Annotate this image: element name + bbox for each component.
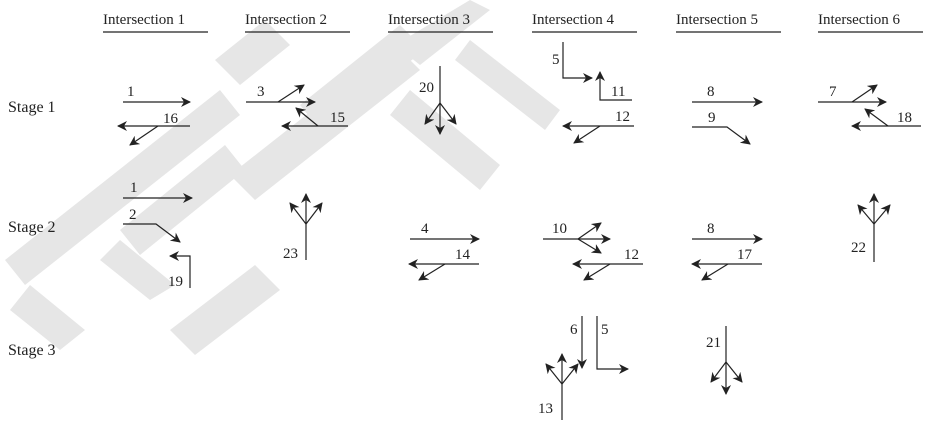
header-intersection-2: Intersection 2 xyxy=(245,12,327,28)
column-headers: Intersection 1 Intersection 2 Intersecti… xyxy=(103,12,923,33)
stage-1-label: Stage 1 xyxy=(8,99,56,116)
movement-label: 16 xyxy=(163,111,179,127)
header-intersection-6: Intersection 6 xyxy=(818,12,901,28)
stage3-int4: 6 5 13 xyxy=(538,316,629,420)
stage2-int2: 23 xyxy=(283,193,323,262)
movement-label: 17 xyxy=(737,247,753,263)
movement-label: 14 xyxy=(455,247,471,263)
movement-label: 18 xyxy=(897,110,912,126)
movement-label: 9 xyxy=(708,110,716,126)
movement-label: 5 xyxy=(601,322,609,338)
header-intersection-1: Intersection 1 xyxy=(103,12,185,28)
header-intersection-4: Intersection 4 xyxy=(532,12,615,28)
movement-label: 13 xyxy=(538,401,553,417)
movement-label: 5 xyxy=(552,52,560,68)
stage2-int6: 22 xyxy=(851,193,891,262)
stage-2-label: Stage 2 xyxy=(8,219,56,236)
movement-label: 2 xyxy=(129,207,137,223)
movement-label: 23 xyxy=(283,246,298,262)
stage3-int5: 21 xyxy=(706,326,743,395)
movement-label: 21 xyxy=(706,335,721,351)
movement-label: 1 xyxy=(130,180,138,196)
movement-label: 8 xyxy=(707,221,715,237)
movement-label: 8 xyxy=(707,84,715,100)
movement-label: 12 xyxy=(615,109,630,125)
header-intersection-3: Intersection 3 xyxy=(388,12,470,28)
movement-label: 22 xyxy=(851,240,866,256)
movement-label: 19 xyxy=(168,274,183,290)
stage2-int2-s1: 3 15 xyxy=(246,84,348,131)
movement-label: 3 xyxy=(257,84,265,100)
stage1-int5: 8 9 xyxy=(692,84,763,145)
stage-3-label: Stage 3 xyxy=(8,342,56,359)
movement-label: 7 xyxy=(829,84,837,100)
stage1-int1: 1 16 xyxy=(117,84,191,146)
movement-label: 11 xyxy=(611,84,625,100)
stage-labels: Stage 1 Stage 2 Stage 3 xyxy=(8,99,56,359)
movement-label: 4 xyxy=(421,221,429,237)
stage1-int3: 20 xyxy=(419,66,457,135)
stage2-int3: 4 14 xyxy=(408,221,480,281)
watermark xyxy=(5,0,560,355)
stage1-int6: 7 18 xyxy=(818,84,921,131)
header-intersection-5: Intersection 5 xyxy=(676,12,758,28)
movement-label: 6 xyxy=(570,322,578,338)
movement-label: 20 xyxy=(419,80,434,96)
stage2-int4: 10 12 xyxy=(543,221,643,281)
stage2-int1: 1 2 19 xyxy=(123,180,193,290)
stage1-int4: 5 11 12 xyxy=(552,42,634,144)
movement-label: 15 xyxy=(330,110,345,126)
movement-label: 12 xyxy=(624,247,639,263)
movement-label: 1 xyxy=(127,84,135,100)
stage2-int5: 8 17 xyxy=(691,221,763,281)
movement-label: 10 xyxy=(552,221,567,237)
